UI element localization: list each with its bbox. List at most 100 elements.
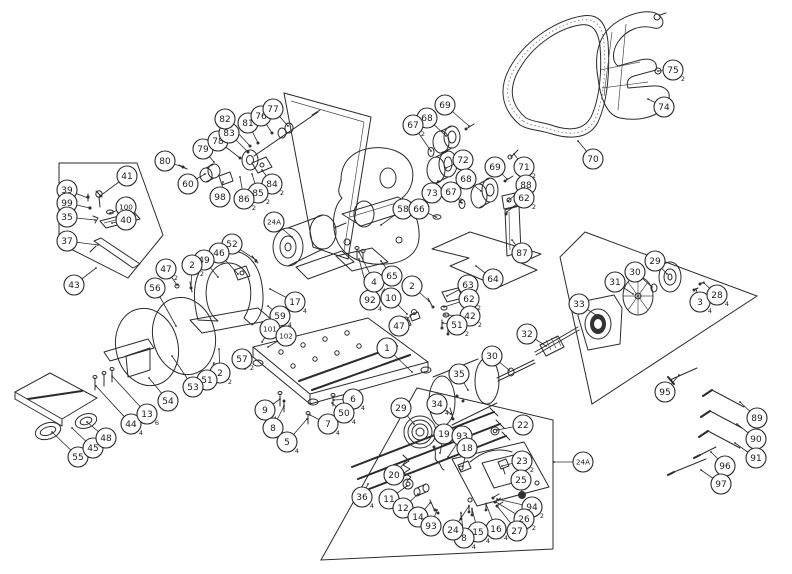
leader-dot-53 — [171, 355, 173, 357]
balloon-71-x2: 712 — [513, 156, 536, 180]
balloon-48: 48 — [95, 427, 117, 449]
balloon-number: 71 — [518, 163, 529, 173]
balloon-qty-subscript: 4 — [378, 305, 382, 313]
balloon-number: 48 — [100, 434, 112, 444]
balloon-17-x4: 174 — [284, 291, 307, 315]
leader-dot-59 — [267, 305, 269, 307]
balloon-number: 51 — [451, 321, 462, 331]
balloon-74: 74 — [653, 96, 675, 118]
balloon-number: 2 — [409, 282, 415, 292]
balloon-number: 102 — [279, 332, 293, 341]
leader-dot-35 — [467, 389, 469, 391]
balloon-47-x2: 472 — [155, 258, 178, 282]
belt-frame-drawing — [283, 92, 372, 260]
balloon-number: 58 — [397, 205, 409, 215]
leader-dot-102 — [267, 346, 269, 348]
balloon-qty-subscript: 2 — [532, 172, 536, 180]
balloon-number: 95 — [659, 388, 670, 398]
leader-dot-68 — [445, 135, 447, 137]
leader-dot-34 — [450, 413, 452, 415]
balloon-69: 69 — [434, 94, 456, 116]
balloon-number: 24A — [576, 458, 590, 467]
balloon-number: 86 — [238, 195, 250, 205]
leader-dot-100 — [109, 212, 111, 214]
balloon-qty-subscript: 2 — [478, 321, 482, 329]
leader-dot-14 — [429, 502, 431, 504]
balloon-number: 96 — [719, 462, 731, 472]
leader-dot-68 — [480, 190, 482, 192]
balloon-37: 37 — [56, 230, 78, 252]
balloon-40: 40 — [115, 209, 137, 231]
section-disc-assembly — [559, 231, 759, 405]
sanding-discs-drawing — [114, 296, 217, 387]
leader-dot-69 — [468, 125, 470, 127]
balloon-33: 33 — [568, 293, 590, 315]
leader-dot-31 — [632, 293, 634, 295]
balloon-number: 33 — [573, 300, 584, 310]
balloon-number: 84 — [266, 180, 278, 190]
balloon-qty-subscript: 6 — [155, 419, 159, 427]
leader-dot-79 — [213, 161, 215, 163]
balloon-24A: 24A — [572, 451, 594, 473]
balloon-qty-subscript: 4 — [725, 300, 729, 308]
balloon-number: 73 — [426, 189, 437, 199]
balloon-19: 19 — [433, 423, 455, 445]
leader-dot-58 — [380, 224, 382, 226]
balloon-62-x2: 622 — [458, 288, 481, 312]
leader-dot-80 — [182, 166, 184, 168]
balloon-qty-subscript: 4 — [708, 307, 712, 315]
balloon-number: 37 — [61, 237, 72, 247]
balloon-qty-subscript: 4 — [336, 429, 340, 437]
leader-dot-71 — [513, 153, 515, 155]
leader-dot-36 — [367, 483, 369, 485]
balloon-72: 72 — [452, 149, 474, 171]
balloon-number: 49 — [198, 256, 210, 266]
balloon-qty-subscript: 4 — [370, 502, 374, 510]
section-tilt-bracket — [58, 162, 164, 279]
balloon-69: 69 — [484, 156, 506, 178]
balloon-number: 75 — [667, 66, 678, 76]
leader-dot-62 — [443, 306, 445, 308]
leader-dot-94 — [496, 498, 498, 500]
leader-dot-50 — [331, 402, 333, 404]
balloon-44-x4: 444 — [120, 413, 143, 437]
leader-dot-97 — [700, 469, 702, 471]
balloon-36-x4: 364 — [351, 486, 374, 510]
balloon-qty-subscript: 4 — [288, 321, 292, 329]
balloon-70: 70 — [582, 148, 604, 170]
leader-dot-62 — [506, 211, 508, 213]
balloon-29: 29 — [390, 397, 412, 419]
balloon-qty-subscript: 2 — [174, 274, 178, 282]
balloon-93: 93 — [420, 515, 442, 537]
leader-dot-4 — [358, 251, 360, 253]
balloon-number: 87 — [516, 249, 527, 259]
balloon-qty-subscript: 4 — [445, 409, 449, 417]
balloon-62-x2: 622 — [513, 187, 536, 211]
balloon-number: 47 — [160, 265, 171, 275]
balloon-number: 26 — [518, 515, 530, 525]
balloon-number: 22 — [517, 421, 528, 431]
leader-dot-93 — [447, 456, 449, 458]
balloon-53: 53 — [182, 376, 204, 398]
leader-dot-40 — [111, 222, 113, 224]
leader-dot-26 — [495, 501, 497, 503]
balloon-54: 54 — [157, 390, 179, 412]
balloon-60: 60 — [177, 173, 199, 195]
leader-dot-78 — [239, 157, 241, 159]
balloon-number: 6 — [350, 395, 356, 405]
balloon-number: 88 — [520, 181, 532, 191]
balloon-number: 44 — [125, 420, 137, 430]
leader-dot-16 — [485, 503, 487, 505]
balloon-qty-subscript: 2 — [266, 198, 270, 206]
balloon-qty-subscript: 2 — [250, 364, 254, 372]
balloon-number: 81 — [242, 119, 253, 129]
leader-dot-82 — [249, 145, 251, 147]
balloon-13-x6: 136 — [136, 403, 159, 427]
leader-dot-24A — [291, 236, 293, 238]
leader-dot-96 — [710, 451, 712, 453]
leader-dot-95 — [678, 374, 680, 376]
balloon-number: 68 — [421, 114, 433, 124]
balloon-91: 91 — [745, 447, 767, 469]
balloon-number: 93 — [425, 522, 436, 532]
balloon-number: 42 — [464, 312, 475, 322]
